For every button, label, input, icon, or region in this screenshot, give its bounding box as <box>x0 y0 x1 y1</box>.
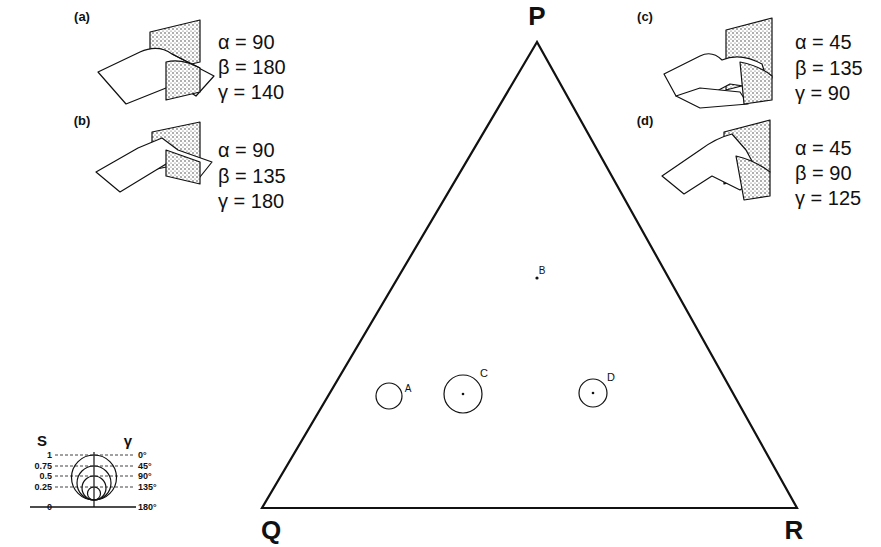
point-label: C <box>480 368 488 379</box>
angle-scale-value: 0° <box>138 451 147 460</box>
angle-value: α = 90 <box>218 32 275 52</box>
point-dot <box>592 392 595 395</box>
scale-key <box>30 452 136 507</box>
sketch-b <box>96 122 212 192</box>
ternary-triangle <box>262 42 797 508</box>
scale-value: 0.25 <box>34 483 52 492</box>
angle-scale-value: 90° <box>138 472 152 481</box>
panel-letter: (c) <box>637 10 653 23</box>
axis-title: γ <box>124 433 132 448</box>
point-label: A <box>405 384 412 394</box>
point-label: D <box>607 372 615 383</box>
vertex-label: Q <box>261 517 281 543</box>
scale-value: 0.75 <box>34 462 52 471</box>
point-label: B <box>539 266 546 276</box>
point-dot <box>462 393 465 396</box>
point-circle <box>444 375 482 413</box>
vertex-label: R <box>785 517 804 543</box>
point-circle <box>376 383 402 409</box>
angle-value: γ = 180 <box>218 191 284 211</box>
angle-value: β = 135 <box>795 58 863 78</box>
angle-value: γ = 125 <box>795 188 861 208</box>
sketch-d <box>662 120 770 200</box>
vertex-label: P <box>528 3 545 29</box>
panel-letter: (d) <box>637 114 654 127</box>
angle-scale-value: 135° <box>138 483 157 492</box>
angle-value: β = 180 <box>218 57 286 77</box>
scale-value: 0 <box>47 503 52 512</box>
angle-value: α = 45 <box>795 138 852 158</box>
panel-letter: (a) <box>74 10 90 23</box>
angle-value: γ = 140 <box>218 82 284 102</box>
angle-value: β = 135 <box>218 166 286 186</box>
angle-value: γ = 90 <box>795 83 850 103</box>
panel-letter: (b) <box>74 114 91 127</box>
point-circle <box>579 379 607 407</box>
point-dot <box>535 276 538 279</box>
sketch-a <box>98 20 214 104</box>
angle-scale-value: 180° <box>138 503 157 512</box>
sketch-c <box>664 18 772 108</box>
angle-value: α = 45 <box>795 32 852 52</box>
angle-value: β = 90 <box>795 163 852 183</box>
axis-title: S <box>37 433 47 448</box>
scale-value: 1 <box>47 451 52 460</box>
angle-scale-value: 45° <box>138 462 152 471</box>
angle-value: α = 90 <box>218 140 275 160</box>
scale-value: 0.5 <box>39 472 52 481</box>
